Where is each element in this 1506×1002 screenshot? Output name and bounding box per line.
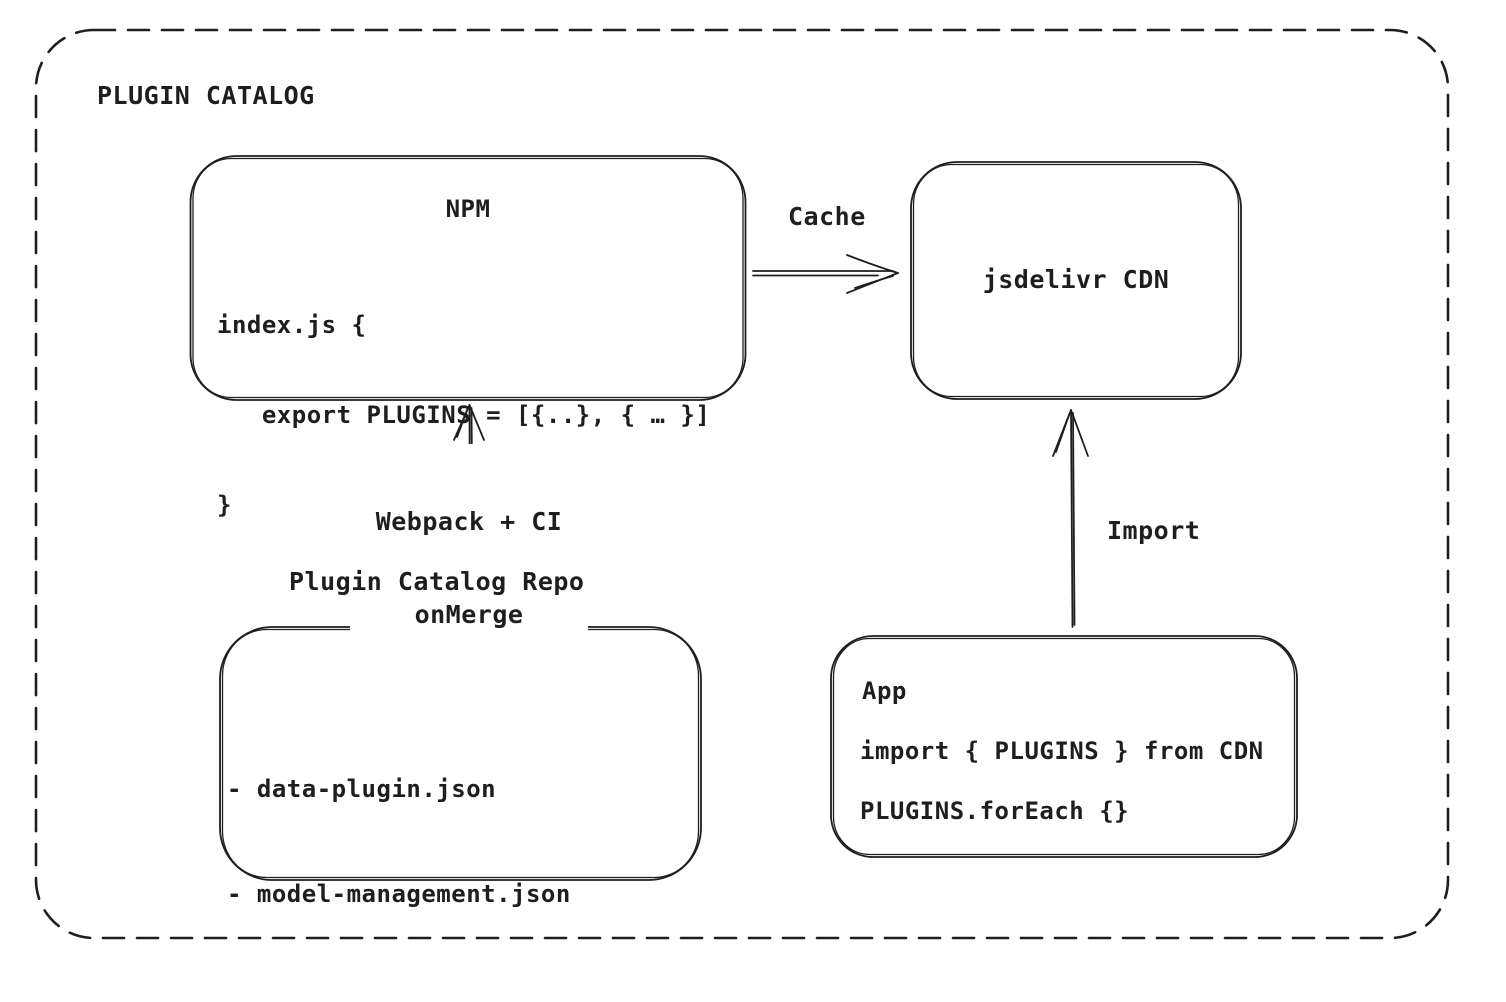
app-code-line: PLUGINS.forEach {} xyxy=(860,797,1130,825)
npm-code-line: } xyxy=(217,491,232,519)
repo-file-item: - model-management.json xyxy=(227,880,571,908)
repo-file-list: - data-plugin.json - model-management.js… xyxy=(227,702,571,1002)
repo-file-item: ... xyxy=(227,985,272,1002)
catalog-title: PLUGIN CATALOG xyxy=(97,81,315,110)
repo-file-item: - data-plugin.json xyxy=(227,775,497,803)
cdn-box-shape xyxy=(910,161,1242,400)
npm-node-title: NPM xyxy=(445,195,491,223)
build-edge-label: Webpack + CI onMerge xyxy=(350,444,588,692)
app-node-title: App xyxy=(862,677,907,705)
build-edge-label-line1: Webpack + CI xyxy=(375,507,563,536)
import-edge-label: Import xyxy=(1107,516,1201,545)
app-code-line: import { PLUGINS } from CDN xyxy=(860,737,1264,765)
import-arrow xyxy=(1052,409,1089,628)
cdn-node-label: jsdelivr CDN xyxy=(982,265,1170,294)
npm-box-shape xyxy=(189,155,747,401)
npm-code-block: index.js { export PLUGINS = [{..}, { … }… xyxy=(217,250,710,580)
cache-edge-label: Cache xyxy=(788,202,866,231)
npm-code-line: index.js { xyxy=(217,311,367,339)
npm-code-line: export PLUGINS = [{..}, { … }] xyxy=(217,401,711,429)
build-edge-label-line2: onMerge xyxy=(414,600,524,629)
cache-arrow xyxy=(752,254,899,294)
app-box-shape xyxy=(830,635,1298,858)
catalog-boundary-shape xyxy=(34,28,1450,940)
repo-node-label: Plugin Catalog Repo xyxy=(289,567,585,596)
